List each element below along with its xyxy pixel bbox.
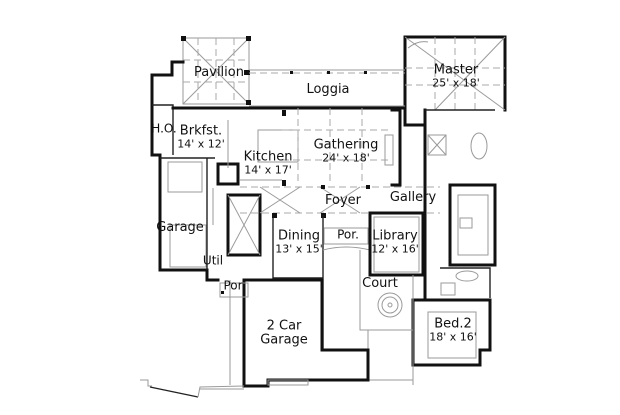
room-name: Dining [278, 228, 320, 244]
room-dimensions: 25' x 18' [432, 76, 480, 90]
room-name: Brkfst. [179, 123, 223, 139]
room-name: Master [433, 62, 479, 78]
room-label-foyer: Foyer [325, 194, 361, 208]
room-name: Pavilion [194, 65, 244, 81]
west-wing-walls [150, 60, 251, 282]
room-label-gathering: Gathering 24' x 18' [314, 138, 379, 163]
room-label-side-porch: Por [223, 280, 242, 293]
room-label-breakfast: Brkfst. 14' x 12' [177, 124, 225, 149]
kitchen-structure [212, 106, 407, 257]
room-dimensions: 14' x 17' [244, 163, 292, 177]
room-name: Util [202, 253, 224, 268]
room-label-two-car-garage: 2 Car Garage [260, 319, 308, 346]
driveway [140, 379, 245, 398]
room-dimensions: 24' x 18' [322, 151, 370, 165]
room-name: Garage [156, 220, 204, 236]
room-label-front-porch: Por. [337, 229, 359, 242]
room-name: Por. [337, 227, 359, 242]
room-label-bedroom-2: Bed.2 18' x 16' [429, 317, 477, 342]
room-label-home-office: H.O. [151, 123, 176, 136]
room-label-kitchen: Kitchen 14' x 17' [244, 150, 293, 175]
room-label-garage: Garage [156, 221, 204, 235]
room-name: Gathering [313, 137, 379, 153]
room-label-library: Library 12' x 16' [371, 229, 419, 254]
pavilion-structure [181, 36, 251, 105]
gathering-structure [282, 108, 402, 187]
room-name: Bed.2 [434, 316, 472, 332]
room-label-court: Court [362, 277, 398, 291]
room-label-dining: Dining 13' x 15' [275, 229, 323, 254]
room-name: Gallery [389, 190, 437, 206]
room-label-master: Master 25' x 18' [432, 63, 480, 88]
room-name: Por [223, 278, 243, 293]
room-dimensions: 18' x 16' [429, 330, 477, 344]
room-name: Library [372, 228, 418, 244]
room-dimensions: 13' x 15' [275, 242, 323, 256]
room-label-loggia: Loggia [306, 83, 349, 97]
dining-structure [272, 213, 326, 279]
room-name: 2 Car [266, 318, 302, 334]
room-label-utility: Util [203, 255, 223, 268]
room-dimensions: 12' x 16' [371, 242, 419, 256]
loggia-structure [249, 69, 405, 107]
room-name-line-2: Garage [260, 332, 308, 347]
room-label-gallery: Gallery [390, 191, 436, 205]
room-name: Foyer [324, 193, 362, 209]
room-label-pavilion: Pavilion [194, 66, 244, 80]
room-name: Kitchen [243, 149, 293, 165]
east-wing-walls [403, 108, 497, 367]
front-porch-structure [322, 227, 371, 251]
side-porch-structure [219, 282, 249, 298]
library-structure [368, 211, 425, 277]
room-name: H.O. [151, 121, 177, 136]
fountain [377, 292, 403, 318]
room-name: Court [362, 276, 398, 292]
room-dimensions: 14' x 12' [177, 137, 225, 151]
room-name: Loggia [306, 82, 350, 98]
